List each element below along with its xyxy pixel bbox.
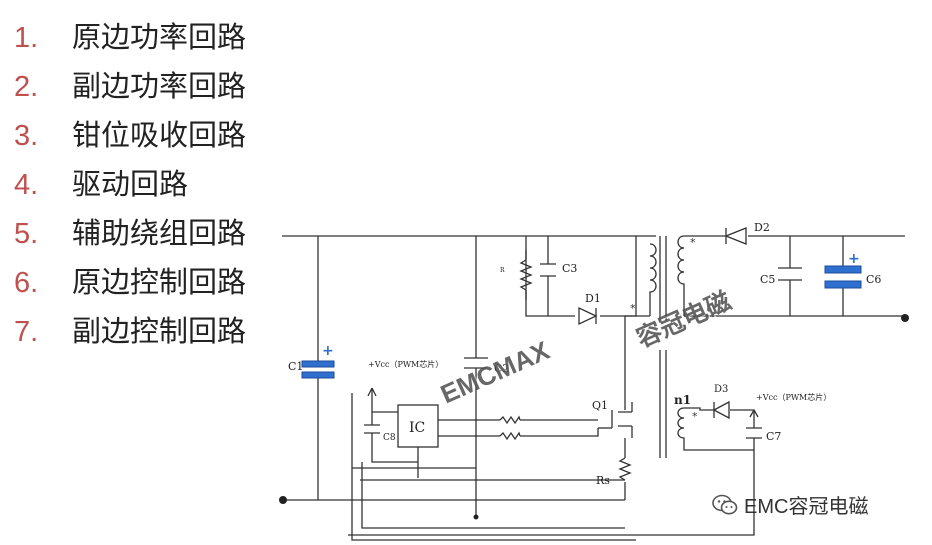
rs-label: Rs — [596, 474, 610, 487]
list-item: 5. 辅助绕组回路 — [14, 210, 246, 259]
secondary-dot-mark: * — [690, 236, 696, 249]
ic-gate-traces — [438, 419, 599, 437]
c6-label: C6 — [866, 273, 881, 286]
list-number: 3. — [14, 120, 39, 152]
c2-label: C2 — [494, 362, 509, 375]
ic-bottom-loop — [351, 393, 636, 541]
brand-text: EMC容冠电磁 — [744, 496, 869, 518]
list-text: 辅助绕组回路 — [72, 216, 247, 250]
vcc2-label: +Vcc（PWM芯片） — [756, 392, 831, 402]
list-item: 4. 驱动回路 — [14, 161, 246, 210]
c6-cap-lower — [824, 280, 862, 289]
c6-plus-label: + — [848, 251, 860, 267]
list-item: 1. 原边功率回路 — [14, 14, 246, 63]
c6-cap — [824, 265, 862, 274]
aux-dot-mark: * — [692, 410, 698, 423]
d2-diode — [724, 227, 747, 245]
brand-badge: EMC容冠电磁 — [712, 490, 868, 519]
gate-resistor-1 — [499, 415, 521, 425]
c1-cap — [301, 360, 335, 368]
c8-plates — [364, 424, 380, 434]
vcc-arrow — [367, 387, 377, 397]
secondary-winding — [677, 235, 685, 316]
transformer-core — [659, 236, 667, 458]
c5-plates — [778, 267, 802, 281]
c3-plates — [540, 263, 556, 277]
list-item: 7. 副边控制回路 — [14, 308, 246, 357]
list-text: 驱动回路 — [72, 167, 189, 201]
vcc1-label: +Vcc（PWM芯片） — [368, 359, 443, 369]
loop-list: 1. 原边功率回路 2. 副边功率回路 3. 钳位吸收回路 4. 驱动回路 5. 辅助绕组… — [14, 14, 246, 357]
list-number: 6. — [14, 267, 39, 299]
list-text: 副边功率回路 — [72, 69, 247, 103]
list-number: 2. — [14, 71, 39, 103]
list-item: 2. 副边功率回路 — [14, 63, 246, 112]
q1-label: Q1 — [592, 399, 608, 412]
c2-plates — [464, 357, 488, 369]
secondary-rails — [684, 235, 905, 317]
vcc2-arrow — [749, 409, 759, 418]
d3-diode — [712, 400, 730, 420]
list-text: 钳位吸收回路 — [72, 118, 247, 152]
list-number: 5. — [14, 218, 39, 250]
vcc-wire — [371, 388, 419, 478]
list-item: 3. 钳位吸收回路 — [14, 112, 246, 161]
junction-dot — [901, 314, 909, 322]
primary-winding — [649, 243, 657, 316]
c7-plates — [746, 427, 762, 439]
d1-diode — [578, 306, 598, 326]
list-text: 副边控制回路 — [72, 314, 247, 348]
list-text: 原边功率回路 — [72, 20, 247, 54]
clamp-resistor — [519, 259, 533, 291]
d1-label: D1 — [585, 292, 601, 305]
c7-label: C7 — [766, 430, 781, 443]
ic-label: IC — [409, 420, 425, 436]
junction-dot — [473, 514, 479, 520]
list-number: 4. — [14, 169, 39, 201]
c3-label: C3 — [562, 262, 577, 275]
list-number: 1. — [14, 22, 39, 54]
junction-dot — [279, 496, 287, 504]
list-text: 原边控制回路 — [72, 265, 247, 299]
d2-label: D2 — [754, 221, 770, 234]
c1-cap-lower — [301, 371, 335, 379]
sense-loop — [360, 462, 625, 529]
primary-to-q1 — [624, 235, 656, 400]
rs-resistor — [618, 457, 632, 481]
gate-resistor-2 — [499, 431, 521, 441]
n1-label: n1 — [674, 393, 691, 407]
c8-label: C8 — [383, 433, 396, 443]
list-item: 6. 原边控制回路 — [14, 259, 246, 308]
q1-body — [611, 400, 633, 452]
aux-return — [348, 450, 755, 536]
list-number: 7. — [14, 316, 39, 348]
wechat-icon — [712, 494, 738, 514]
aux-winding — [677, 407, 755, 451]
d3-label: D3 — [714, 384, 728, 395]
primary-dot-mark: * — [630, 302, 636, 315]
c1-label: C1 — [288, 360, 303, 373]
c1-plus-label: + — [322, 343, 334, 359]
r-small-label: R — [500, 267, 505, 274]
c5-label: C5 — [760, 273, 775, 286]
